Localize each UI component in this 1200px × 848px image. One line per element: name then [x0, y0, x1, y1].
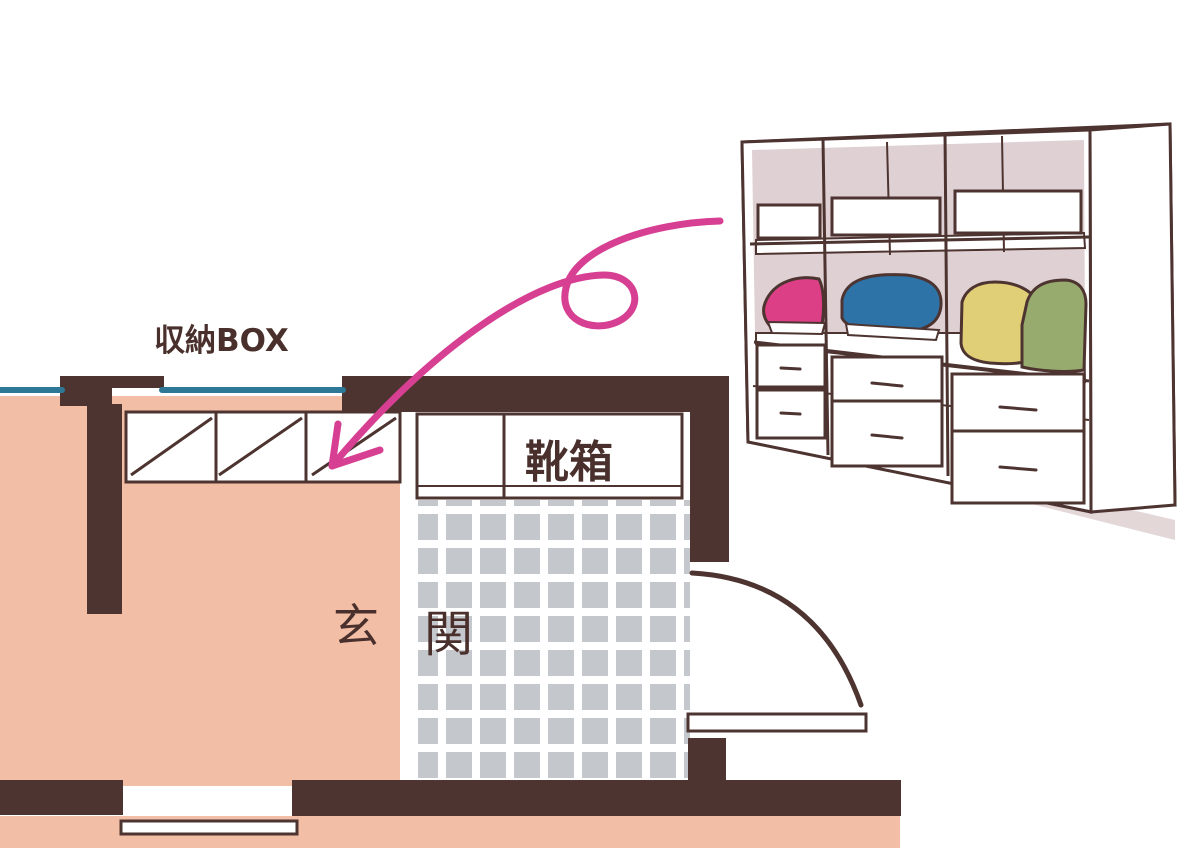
door-swing-icon — [686, 570, 868, 733]
curved-arrow-icon — [328, 217, 724, 470]
storage-box-shelf — [124, 410, 402, 484]
bottom-main-wall — [292, 780, 901, 816]
tiled-entry-floor — [418, 500, 690, 786]
storage-box-label: 収納BOX — [154, 323, 289, 359]
bottom-left-wall — [0, 780, 123, 815]
left-vertical-wall — [87, 404, 122, 614]
entrance-label-left: 玄 — [333, 599, 379, 653]
door-post — [688, 738, 726, 781]
green-bag — [1020, 278, 1088, 373]
entrance-label-right: 関 — [424, 606, 473, 663]
blue-bag — [840, 273, 943, 342]
pink-bag — [762, 276, 827, 336]
main-top-wall — [342, 376, 729, 562]
shoe-cabinet — [415, 412, 684, 500]
storage-shelf-icon — [740, 122, 1177, 540]
outer-top-wall — [60, 376, 164, 406]
bottom-sliding-door — [119, 819, 299, 836]
shoe-cabinet-label: 靴箱 — [525, 437, 613, 488]
